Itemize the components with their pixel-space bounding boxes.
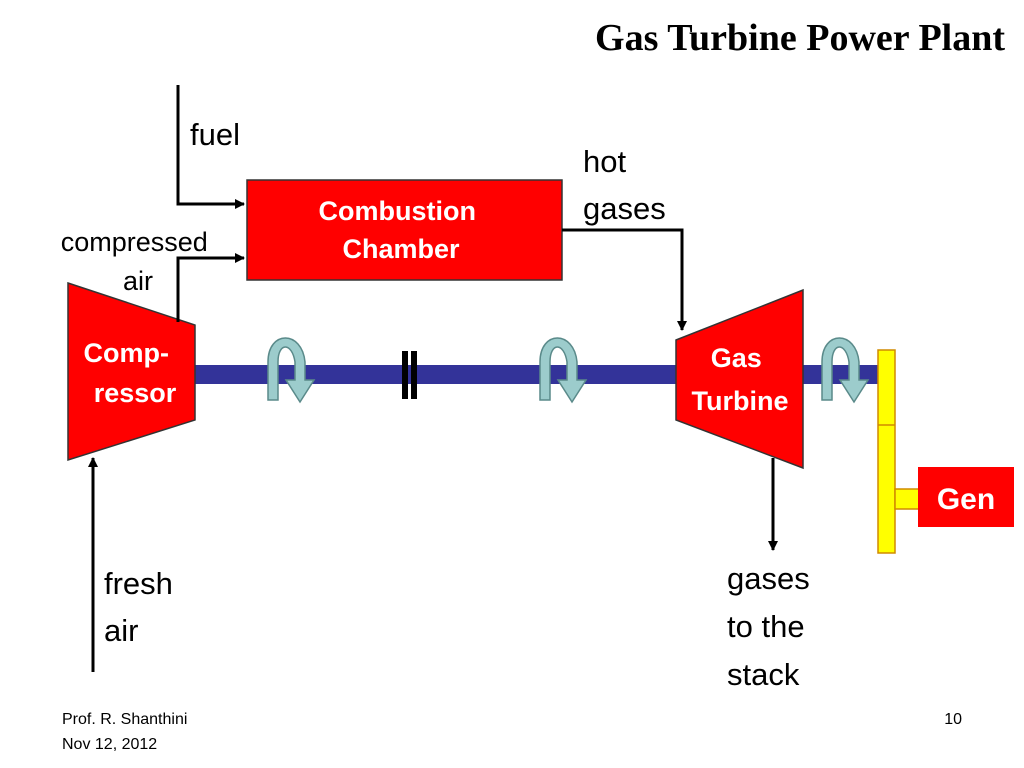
- compressor-label: Comp- ressor: [84, 338, 177, 408]
- combustion-chamber-label-line: Combustion: [319, 196, 476, 226]
- hot-gases-label-line: gases: [583, 191, 666, 226]
- exhaust-label-line: to the: [727, 609, 805, 644]
- compressor-label-line: Comp-: [84, 338, 169, 368]
- page-title: Gas Turbine Power Plant: [595, 17, 1005, 59]
- gas-turbine: [675, 288, 804, 470]
- exhaust-label: gases to the stack: [727, 561, 818, 692]
- compressor: [67, 281, 196, 462]
- combustion-chamber-label: Combustion Chamber: [319, 196, 484, 264]
- compressed-air-flow-arrow: [176, 253, 245, 322]
- gas-turbine-label: Gas Turbine: [692, 343, 789, 416]
- compressed-air-label: compressed air: [61, 227, 216, 296]
- fuel-label: fuel: [190, 117, 240, 152]
- rotation-arrow-icon: [539, 337, 588, 404]
- footer-date: Nov 12, 2012: [62, 736, 157, 753]
- compressed-air-label-line: compressed: [61, 227, 208, 257]
- rotation-arrow-icon: [267, 337, 316, 404]
- compressed-air-label-line: air: [123, 266, 153, 296]
- generator-coupling: [877, 349, 920, 554]
- exhaust-label-line: gases: [727, 561, 810, 596]
- compressor-label-line: ressor: [94, 378, 177, 408]
- fresh-air-label: fresh air: [104, 566, 182, 648]
- generator-label: Gen: [937, 483, 995, 516]
- combustion-chamber-label-line: Chamber: [342, 234, 460, 264]
- rotation-arrow-icon: [821, 337, 870, 404]
- combustion-chamber: [246, 179, 563, 281]
- gas-turbine-label-line: Gas: [711, 343, 762, 373]
- page-number: 10: [944, 711, 962, 728]
- hot-gases-flow-arrow: [562, 228, 687, 331]
- generator: [918, 467, 1014, 527]
- footer-author: Prof. R. Shanthini: [62, 711, 187, 728]
- fresh-air-label-line: air: [104, 613, 138, 648]
- shaft-coupling: [402, 351, 417, 399]
- gas-turbine-label-line: Turbine: [692, 386, 789, 416]
- exhaust-label-line: stack: [727, 657, 800, 692]
- fuel-flow-arrow: [176, 85, 245, 209]
- hot-gases-label: hot gases: [583, 144, 666, 226]
- fresh-air-label-line: fresh: [104, 566, 173, 601]
- hot-gases-label-line: hot: [583, 144, 626, 179]
